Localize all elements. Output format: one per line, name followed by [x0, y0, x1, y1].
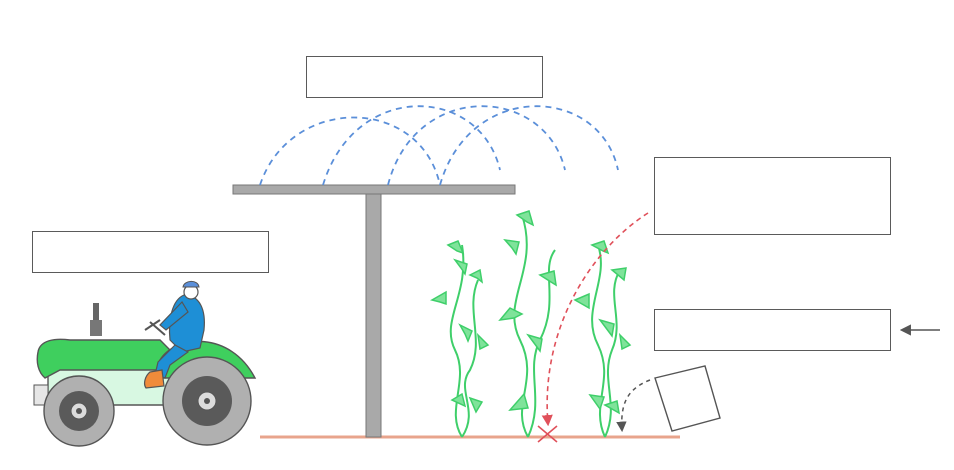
sprinkler-icon: [232, 184, 516, 438]
bag-icon: [654, 365, 721, 432]
sprinkler-label-box: [306, 56, 543, 98]
farmer-icon: [144, 280, 205, 389]
spray-arcs: [259, 105, 619, 186]
tractor-icon: [33, 303, 257, 447]
drift-label-box: [654, 157, 891, 235]
plant-leaves: [430, 210, 632, 415]
input-label-box: [654, 309, 891, 351]
tractor-label-box: [32, 231, 269, 273]
drift-arrow: [541, 212, 649, 427]
cross-mark-icon: [537, 425, 558, 443]
drop-arrow: [616, 379, 651, 433]
